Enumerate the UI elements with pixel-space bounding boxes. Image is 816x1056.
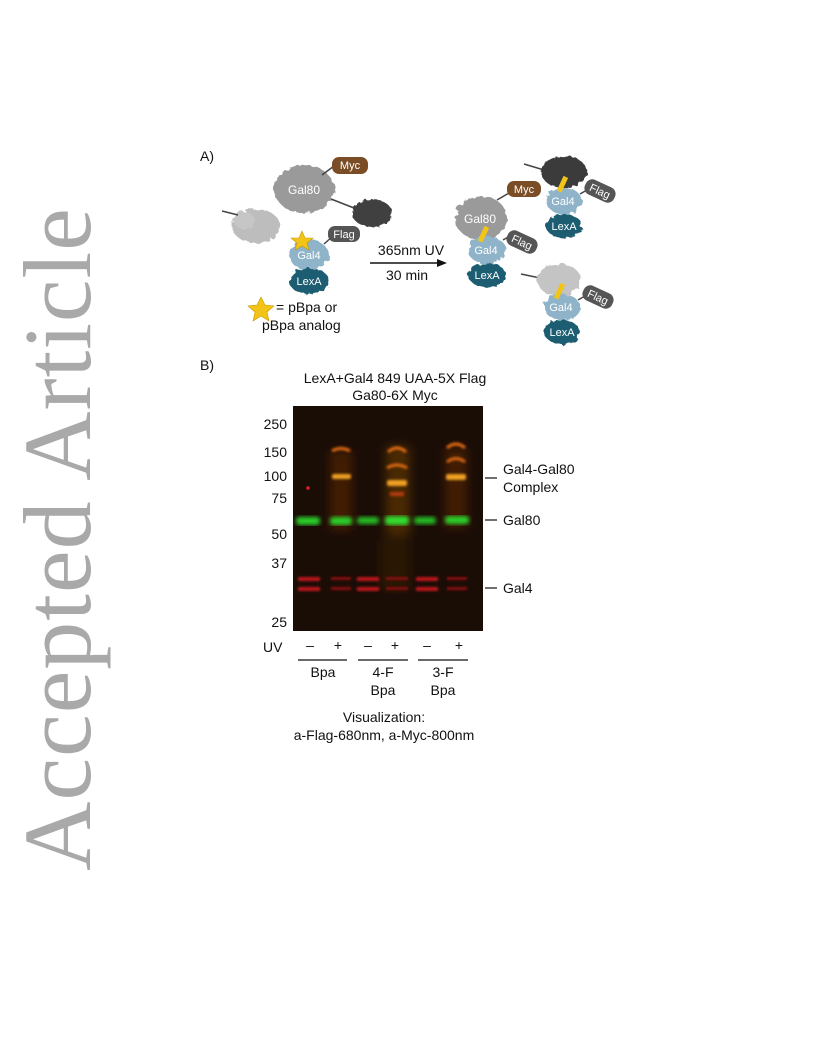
complex-label-line-2: Complex bbox=[503, 479, 558, 495]
arrow-top-label: 365nm UV bbox=[378, 242, 445, 258]
gal80-label-right: Gal80 bbox=[464, 212, 496, 226]
gal80-label: Gal80 bbox=[288, 183, 320, 197]
panel-b-label: B) bbox=[200, 357, 214, 373]
gal4-bands bbox=[298, 577, 467, 591]
mw-100: 100 bbox=[264, 468, 288, 484]
mw-markers: 250 150 100 75 50 37 25 bbox=[264, 416, 288, 630]
gal4-label-right-3: Gal4 bbox=[549, 302, 572, 314]
blot-title-line-2: Ga80-6X Myc bbox=[352, 387, 438, 403]
lexa-label-right-2: LexA bbox=[551, 221, 577, 233]
legend-line-2: pBpa analog bbox=[262, 317, 341, 333]
lexa-shape bbox=[289, 268, 329, 294]
crosslink-icon-2 bbox=[556, 175, 569, 193]
panel-a-label: A) bbox=[200, 148, 214, 164]
flag-tag-right-1 bbox=[506, 230, 538, 254]
flag-tag-right-3 bbox=[582, 285, 614, 309]
gal4-band-label: Gal4 bbox=[503, 580, 533, 596]
gal80-bands bbox=[296, 516, 469, 525]
uv-sign-4: + bbox=[391, 637, 399, 653]
group-3-line-2: Bpa bbox=[431, 682, 456, 698]
complex-bands bbox=[331, 442, 466, 496]
group-1-line-1: Bpa bbox=[311, 664, 336, 680]
crosslinked-complex-gal80: Gal80 Myc Gal4 Flag LexA bbox=[455, 181, 541, 287]
mw-150: 150 bbox=[264, 444, 288, 460]
flag-tag-right-2 bbox=[584, 179, 616, 203]
dark-protein-shape bbox=[352, 199, 392, 227]
uv-label: UV bbox=[263, 639, 283, 655]
left-complex: Gal80 Myc Gal4 Flag LexA bbox=[221, 157, 392, 294]
blot-title-line-1: LexA+Gal4 849 UAA-5X Flag bbox=[303, 370, 487, 386]
mw-250: 250 bbox=[264, 416, 288, 432]
legend-line-1: = pBpa or bbox=[276, 299, 337, 315]
crosslinked-complex-dark: Gal4 Flag LexA bbox=[523, 156, 616, 238]
arrow-head-icon bbox=[437, 259, 447, 267]
lexa-label-right-3: LexA bbox=[549, 327, 575, 339]
lexa-label-right-1: LexA bbox=[474, 270, 500, 282]
uv-sign-5: – bbox=[423, 637, 431, 653]
group-3-line-1: 3-F bbox=[433, 664, 454, 680]
pbpa-star-icon bbox=[290, 230, 314, 251]
complex-label-line-1: Gal4-Gal80 bbox=[503, 461, 575, 477]
caption-line-1: Visualization: bbox=[343, 709, 425, 725]
myc-label-right: Myc bbox=[514, 184, 535, 196]
lexa-label: LexA bbox=[296, 276, 322, 288]
legend-star-icon bbox=[247, 296, 275, 322]
gal80-shape bbox=[274, 165, 334, 213]
group-2-line-2: Bpa bbox=[371, 682, 396, 698]
uv-sign-2: + bbox=[334, 637, 342, 653]
gal4-label: Gal4 bbox=[297, 250, 320, 262]
gal80-band-label: Gal80 bbox=[503, 512, 541, 528]
gal4-label-right-1: Gal4 bbox=[474, 245, 497, 257]
blot-speck bbox=[306, 486, 310, 490]
mw-37: 37 bbox=[271, 555, 287, 571]
uv-sign-1: – bbox=[306, 637, 314, 653]
mw-75: 75 bbox=[271, 490, 287, 506]
myc-tag bbox=[332, 157, 368, 174]
gal4-label-right-2: Gal4 bbox=[551, 196, 574, 208]
myc-label: Myc bbox=[340, 160, 361, 172]
flag-label: Flag bbox=[333, 229, 354, 241]
group-2-line-1: 4-F bbox=[373, 664, 394, 680]
light-gray-protein-shape bbox=[232, 209, 280, 243]
caption-line-2: a-Flag-680nm, a-Myc-800nm bbox=[294, 727, 475, 743]
mw-50: 50 bbox=[271, 526, 287, 542]
uv-sign-3: – bbox=[364, 637, 372, 653]
crosslink-icon-3 bbox=[553, 282, 566, 300]
myc-tag-right bbox=[507, 181, 541, 197]
crosslink-icon bbox=[477, 225, 490, 243]
uv-sign-6: + bbox=[455, 637, 463, 653]
flag-tag bbox=[328, 226, 360, 242]
mw-25: 25 bbox=[271, 614, 287, 630]
arrow-bottom-label: 30 min bbox=[386, 267, 428, 283]
